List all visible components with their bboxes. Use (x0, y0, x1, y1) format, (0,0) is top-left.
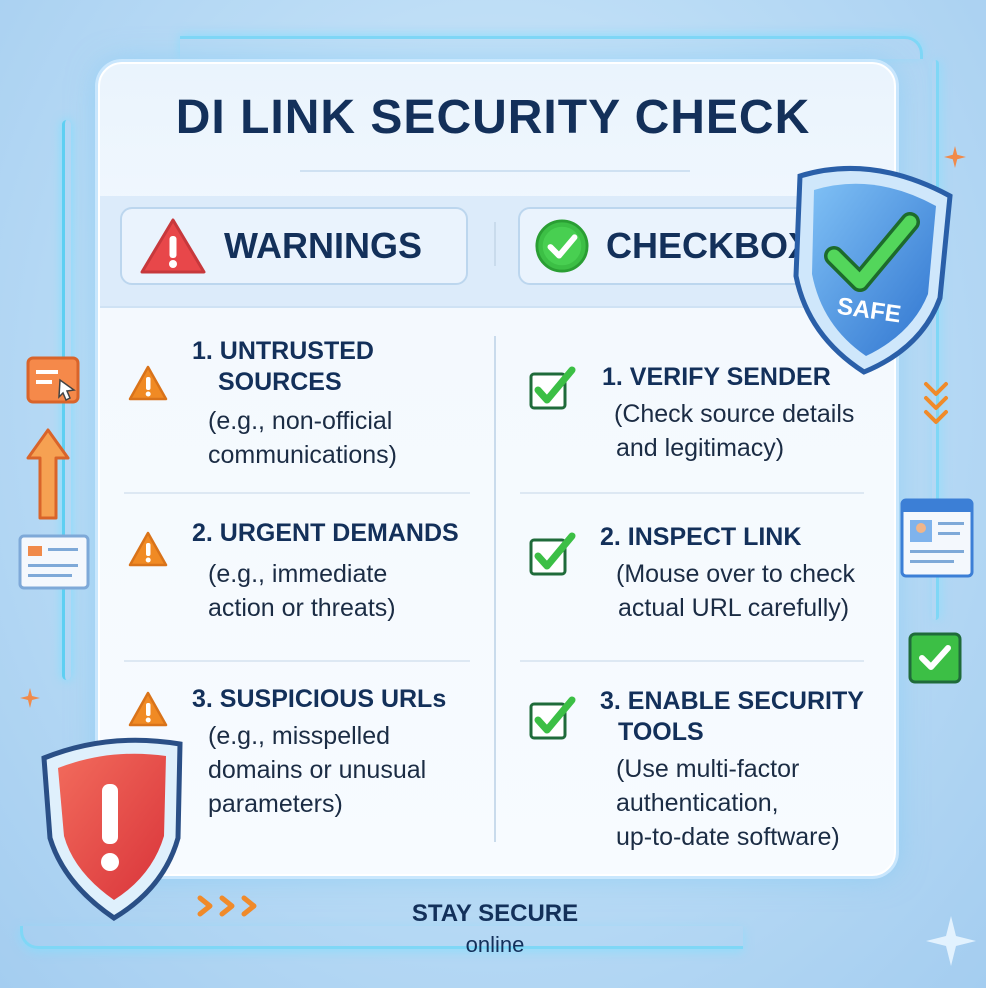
checkbox-checked-icon (529, 696, 576, 740)
shield-exclamation-icon (41, 737, 183, 921)
checkbox-item-3-desc-cont2: up-to-date software) (616, 823, 840, 851)
checkbox-row-rule-2 (520, 660, 864, 662)
chevrons-right-icon (197, 895, 257, 917)
check-circle-icon (535, 219, 589, 273)
warnings-header: WARNINGS (120, 207, 468, 285)
arrow-up-icon (26, 428, 70, 520)
column-divider (494, 336, 496, 842)
checkbox-item-1-title: 1. VERIFY SENDER (602, 363, 831, 391)
glow-line-top (180, 36, 923, 59)
warning-item-3: 3. SUSPICIOUS URLs (e.g., misspelled dom… (192, 684, 446, 821)
warnings-row-rule-2 (124, 660, 470, 662)
warning-item-1-desc-cont: communications) (208, 441, 397, 469)
checkbox-checked-icon (529, 532, 576, 576)
warning-triangle-icon (128, 531, 168, 567)
checkbox-item-3-title: 3. ENABLE SECURITY (600, 687, 864, 715)
checkbox-item-2: 2. INSPECT LINK (Mouse over to check act… (600, 522, 855, 625)
checkbox-item-2-title: 2. INSPECT LINK (600, 523, 802, 551)
footer-subtitle: online (465, 932, 525, 957)
checkbox-item-3-desc: (Use multi-factor (616, 755, 800, 783)
checkbox-item-3: 3. ENABLE SECURITY TOOLS (Use multi-fact… (600, 686, 864, 854)
checkbox-header: CHECKBOX (518, 207, 814, 285)
glow-line-right (932, 60, 939, 620)
warning-item-2-desc-cont: action or threats) (208, 594, 396, 622)
warning-item-2-title: 2. URGENT DEMANDS (192, 519, 459, 547)
warning-triangle-icon (128, 691, 168, 727)
checkbox-item-2-desc-cont: actual URL carefully) (618, 594, 850, 622)
warning-item-3-title: 3. SUSPICIOUS URLs (192, 685, 447, 713)
sparkle-icon (926, 916, 976, 966)
checkbox-header-label: CHECKBOX (605, 225, 812, 266)
sparkle-icon (20, 688, 40, 708)
checkbox-row-rule-1 (520, 492, 864, 494)
warnings-header-label: WARNINGS (224, 225, 422, 266)
warning-item-2-desc: (e.g., immediate (208, 560, 388, 588)
warning-item-2: 2. URGENT DEMANDS (e.g., immediate actio… (192, 518, 459, 625)
warning-item-1-title-cont: SOURCES (218, 368, 342, 396)
footer-title: STAY SECURE (411, 900, 579, 927)
checkbox-item-3-desc-cont: authentication, (616, 789, 779, 817)
warning-triangle-icon (140, 218, 206, 274)
checkbox-checked-icon (529, 366, 576, 410)
glow-line-bottom (20, 926, 743, 949)
warning-triangle-icon (128, 365, 168, 401)
warning-item-1-title: 1. UNTRUSTED (192, 337, 374, 365)
chevrons-down-icon (924, 382, 948, 424)
warnings-row-rule-1 (124, 492, 470, 494)
page-title: DI LINK SECURITY CHECK (175, 91, 811, 144)
checkbox-item-1-desc-cont: and legitimacy) (616, 434, 785, 462)
browser-cursor-icon (26, 356, 80, 404)
id-card-icon (18, 534, 90, 590)
title-underline (300, 170, 690, 172)
checkbox-item-2-desc: (Mouse over to check (616, 560, 855, 588)
warning-item-3-desc: (e.g., misspelled (208, 722, 391, 750)
warning-item-3-desc-cont: domains or unusual (208, 756, 427, 784)
checkbox-item-1-desc: (Check source details (614, 400, 855, 428)
checkbox-item-3-title-cont: TOOLS (618, 718, 704, 746)
sparkle-icon (944, 146, 966, 168)
header-divider (494, 222, 496, 266)
warning-item-1: 1. UNTRUSTED SOURCES (e.g., non-official… (192, 336, 397, 472)
profile-window-icon (900, 498, 974, 578)
shield-check-icon: SAFE (793, 166, 953, 375)
warning-item-3-desc-cont2: parameters) (208, 790, 343, 818)
checkbox-item-1: 1. VERIFY SENDER (Check source details a… (602, 362, 854, 465)
warning-item-1-desc: (e.g., non-official (208, 407, 393, 435)
check-square-icon (908, 632, 962, 684)
